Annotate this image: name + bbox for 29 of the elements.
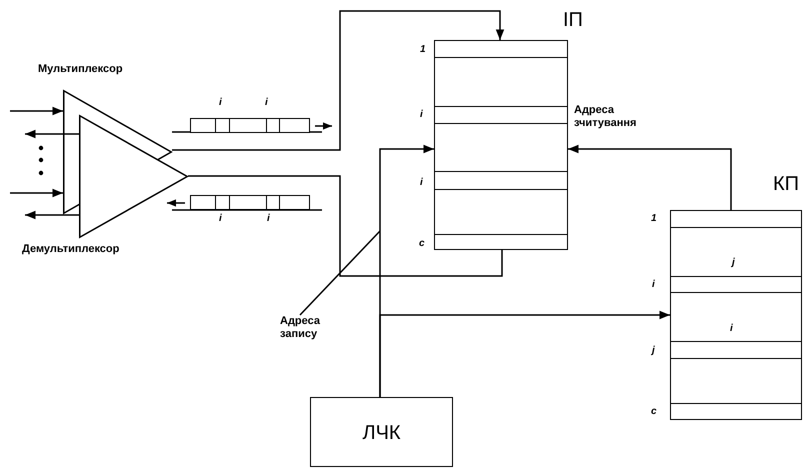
device-label: Демультиплексор [22, 243, 120, 256]
row-index: i [420, 177, 423, 188]
connector-arrow [10, 106, 63, 116]
slot-index: i [265, 97, 268, 108]
leader-line [299, 230, 381, 316]
slot-index: i [219, 213, 222, 224]
connector-arrow [379, 310, 670, 397]
logic-block [310, 397, 453, 467]
connector-arrow [172, 10, 504, 151]
cell-value: j [732, 257, 735, 268]
row-index: c [651, 406, 657, 417]
slot-index: i [219, 97, 222, 108]
row-index: c [419, 238, 425, 249]
memory-title: КП [773, 173, 800, 195]
connector-arrow [25, 210, 79, 220]
block-label: ЛЧК [361, 422, 402, 444]
row-index: i [652, 279, 655, 290]
connector-arrow [568, 144, 732, 210]
slot-index: i [267, 213, 270, 224]
row-index: 1 [420, 44, 426, 55]
row-index: j [652, 345, 655, 356]
row-index: 1 [651, 213, 657, 224]
memory-title: ІП [563, 9, 583, 31]
connector-arrow [25, 130, 79, 138]
address-label: Адреса запису [280, 315, 336, 341]
row-index: i [420, 109, 423, 120]
cell-value: i [730, 323, 733, 334]
device-label: Мультиплексор [38, 63, 123, 76]
connector-arrow [10, 188, 63, 198]
